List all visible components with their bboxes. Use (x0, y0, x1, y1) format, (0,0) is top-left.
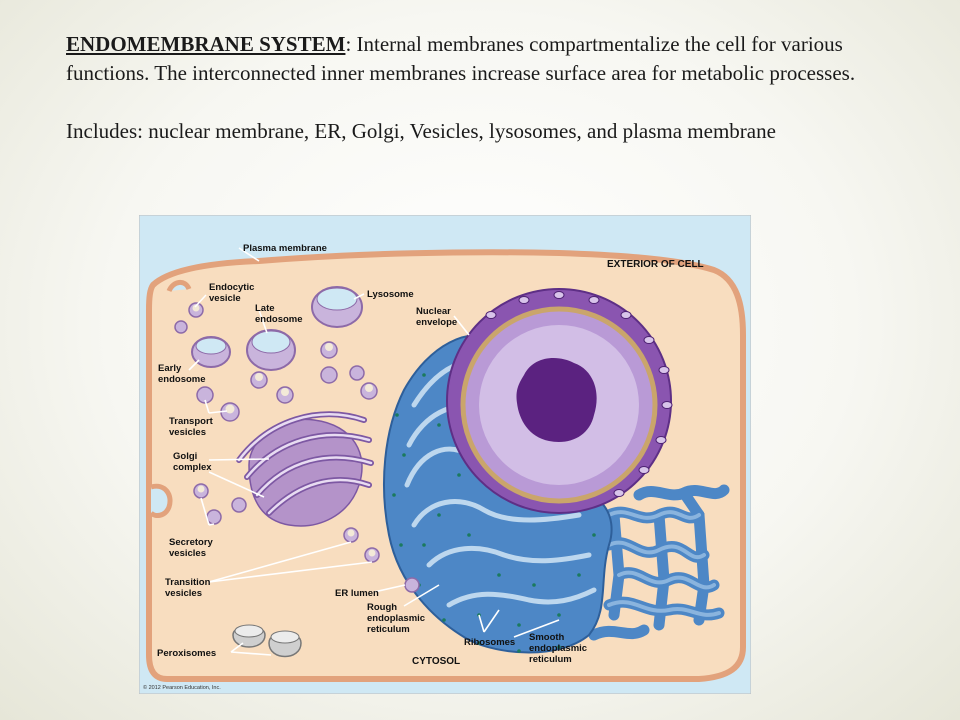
label-er-lumen: ER lumen (335, 588, 379, 599)
label-secretory-vesicles-line2: vesicles (169, 548, 206, 559)
figure-credit: © 2012 Pearson Education, Inc. (143, 684, 221, 691)
label-nuclear-envelope-line2: envelope (416, 317, 457, 328)
late-endosome (246, 329, 296, 371)
label-smooth-er-line1: Smooth (529, 632, 565, 643)
label-transition-vesicles-line1: Transition (165, 577, 211, 588)
label-smooth-er-line2: endoplasmic (529, 643, 587, 654)
nucleus (446, 288, 673, 514)
nuclear-pores (485, 291, 673, 497)
definition-paragraph: ENDOMEMBRANE SYSTEM: Internal membranes … (66, 30, 896, 88)
label-secretory-vesicles-line1: Secretory (169, 537, 214, 548)
includes-text: Includes: nuclear membrane, ER, Golgi, V… (66, 119, 776, 143)
label-rough-er-line3: reticulum (367, 624, 410, 635)
golgi-complex (236, 411, 374, 527)
label-golgi-complex-line1: Golgi (173, 451, 197, 462)
nucleolus (516, 358, 597, 442)
lysosome (311, 286, 363, 328)
label-rough-er-line1: Rough (367, 602, 397, 613)
label-late-endosome-line1: Late (255, 303, 275, 314)
label-lysosome: Lysosome (367, 289, 414, 300)
label-nuclear-envelope-line1: Nuclear (416, 306, 451, 317)
label-smooth-er-line3: reticulum (529, 654, 572, 665)
label-endocytic-vesicle-line1: Endocytic (209, 282, 254, 293)
label-late-endosome-line2: endosome (255, 314, 303, 325)
label-golgi-complex-line2: complex (173, 462, 212, 473)
label-cytosol: CYTOSOL (412, 656, 460, 667)
leader-lines (188, 247, 560, 656)
term-heading: ENDOMEMBRANE SYSTEM (66, 32, 346, 56)
smooth-er-lumen (607, 510, 721, 617)
label-early-endosome-line1: Early (158, 363, 182, 374)
label-transport-vesicles-line1: Transport (169, 416, 214, 427)
label-peroxisomes: Peroxisomes (157, 648, 216, 659)
peroxisomes (232, 624, 302, 658)
definition-text: : Internal membranes compartmentalize th… (66, 32, 856, 85)
endocytic-pit (166, 280, 192, 293)
label-ribosomes: Ribosomes (464, 637, 515, 648)
slide-text: ENDOMEMBRANE SYSTEM: Internal membranes … (66, 30, 896, 146)
exocytosis-pore (149, 483, 173, 518)
endomembrane-diagram: Plasma membrane EXTERIOR OF CELL Endocyt… (139, 215, 751, 694)
label-exterior-of-cell: EXTERIOR OF CELL (607, 259, 704, 270)
label-endocytic-vesicle-line2: vesicle (209, 293, 241, 304)
early-endosome (191, 336, 231, 368)
label-plasma-membrane: Plasma membrane (243, 243, 327, 254)
label-transport-vesicles-line2: vesicles (169, 427, 206, 438)
label-transition-vesicles-line2: vesicles (165, 588, 202, 599)
label-early-endosome-line2: endosome (158, 374, 206, 385)
label-rough-er-line2: endoplasmic (367, 613, 425, 624)
